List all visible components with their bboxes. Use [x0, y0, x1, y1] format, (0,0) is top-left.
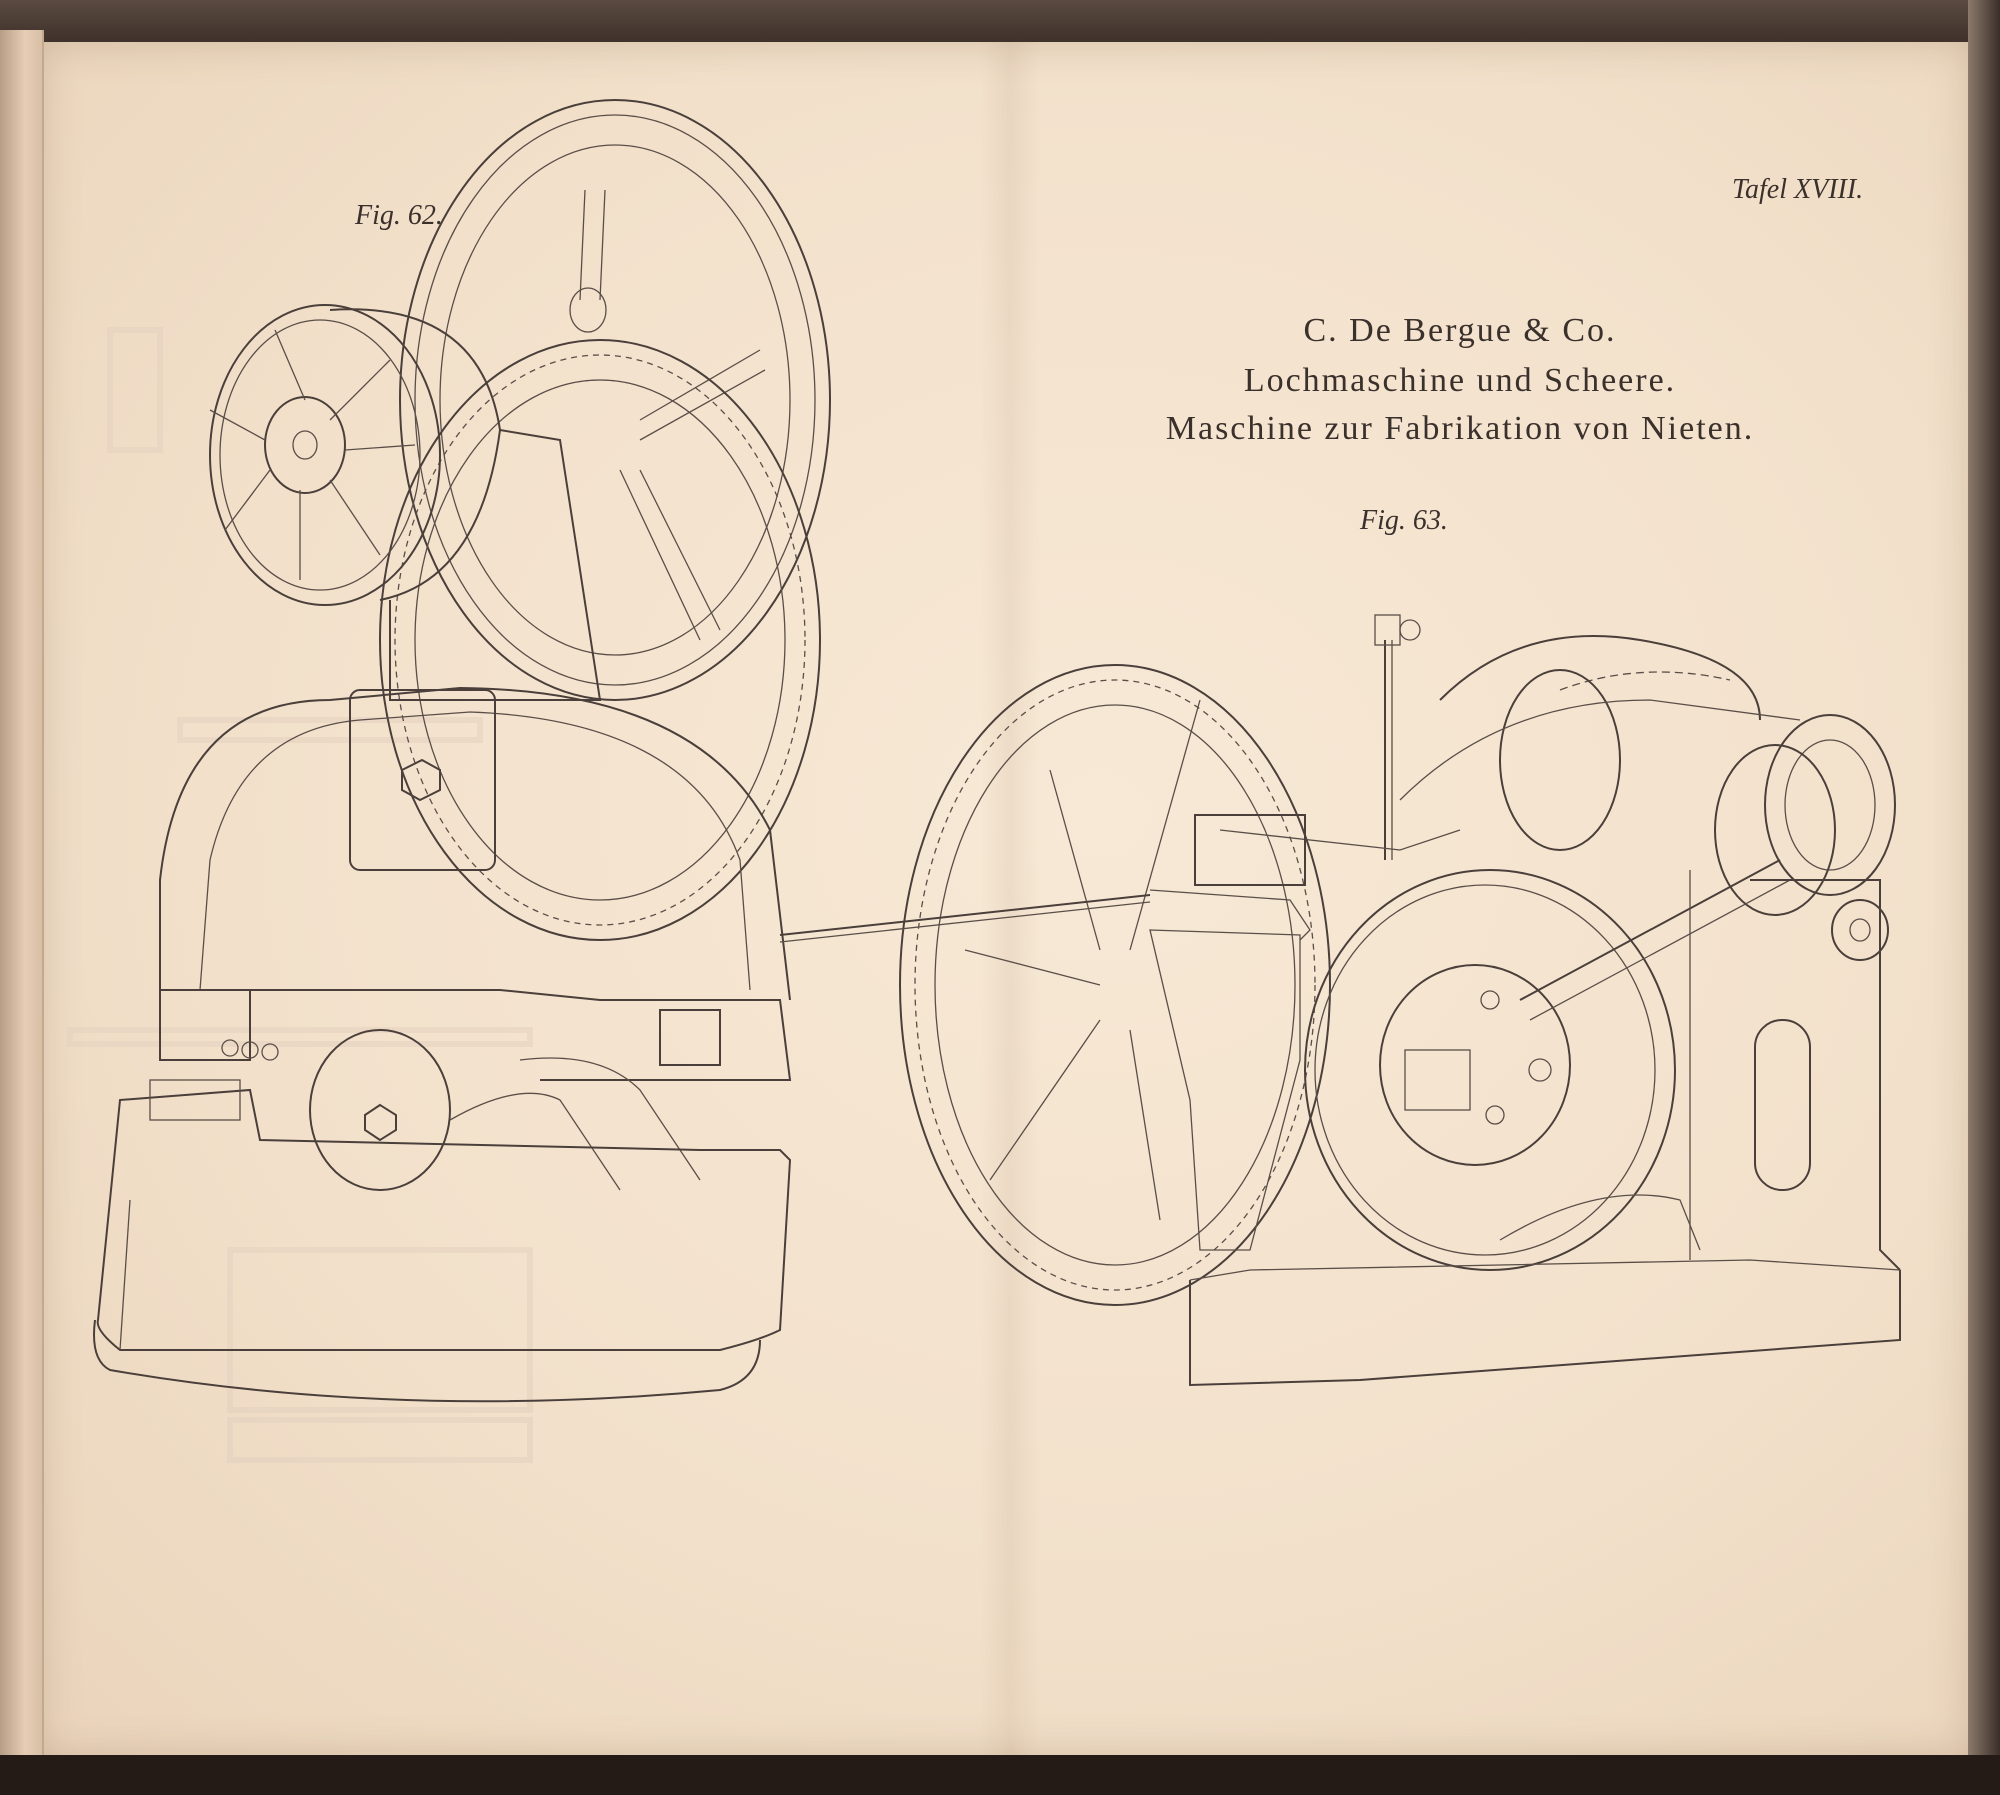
- book-cover-right: [1968, 0, 2000, 1795]
- fig62-gear: [379, 339, 821, 941]
- fig63-main-disc: [1304, 869, 1676, 1271]
- plate-page: [40, 42, 1970, 1757]
- fig63-rear-drum: [1439, 635, 1761, 851]
- fig63-connecting-rod: [1519, 859, 1781, 1001]
- fig62-lever-boss: [309, 1029, 451, 1191]
- fig63-front-frame: [1149, 929, 1301, 1251]
- fig62-flywheel: [399, 99, 831, 701]
- fig62-nut: [364, 1103, 397, 1142]
- fig63-head-block: [1194, 814, 1306, 886]
- plate-number: Tafel XVIII.: [1732, 174, 1864, 205]
- fig63-feed-rod: [779, 894, 1151, 936]
- show-through-ghost: [67, 327, 533, 1463]
- fig63-side-slot: [1754, 1019, 1811, 1191]
- title-machine-2: Maschine zur Fabrikation von Nieten.: [1165, 410, 1755, 447]
- fig63-base: [1189, 870, 1901, 1387]
- fig-63-drawing: [779, 614, 1901, 1387]
- title-company: C. De Bergue & Co.: [1303, 312, 1617, 349]
- fig62-shear-arm: [159, 989, 792, 1081]
- fig63-oil-cup: [1374, 614, 1421, 860]
- page-gutter: [980, 42, 1040, 1757]
- fig-63-label: Fig. 63.: [1360, 505, 1448, 536]
- book-cover-top: [0, 0, 2000, 48]
- fig-62-drawing: [93, 99, 831, 1403]
- book-cover-bottom: [0, 1755, 2000, 1795]
- fig63-cam: [1714, 714, 1896, 961]
- fig62-column: [389, 429, 602, 701]
- fig62-frame: [159, 686, 791, 1001]
- fig62-pulley: [209, 304, 502, 606]
- fig62-base: [93, 1079, 792, 1403]
- left-page-edge: [0, 30, 44, 1770]
- title-machine-1: Lochmaschine und Scheere.: [1243, 362, 1677, 399]
- fig63-gear-wheel: [899, 664, 1331, 1306]
- fig-62-label: Fig. 62.: [355, 200, 443, 231]
